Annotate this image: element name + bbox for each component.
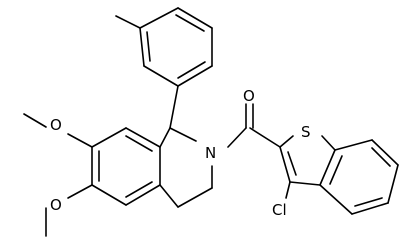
methoxy-o-upper-label: O xyxy=(50,116,62,134)
ring-n-label: N xyxy=(205,144,216,162)
amide-o-label: O xyxy=(243,87,255,105)
isoquinoline-core xyxy=(91,127,213,208)
thiophene-s-label: S xyxy=(301,123,311,141)
aryl-c1-bond xyxy=(169,85,179,129)
benzothiophene xyxy=(279,135,399,215)
tolyl-ring xyxy=(115,7,213,87)
chloro-label: Cl xyxy=(272,201,287,219)
methoxy-o-lower-label: O xyxy=(50,196,62,214)
methoxy-groups xyxy=(23,113,93,237)
amide-group xyxy=(227,103,281,148)
